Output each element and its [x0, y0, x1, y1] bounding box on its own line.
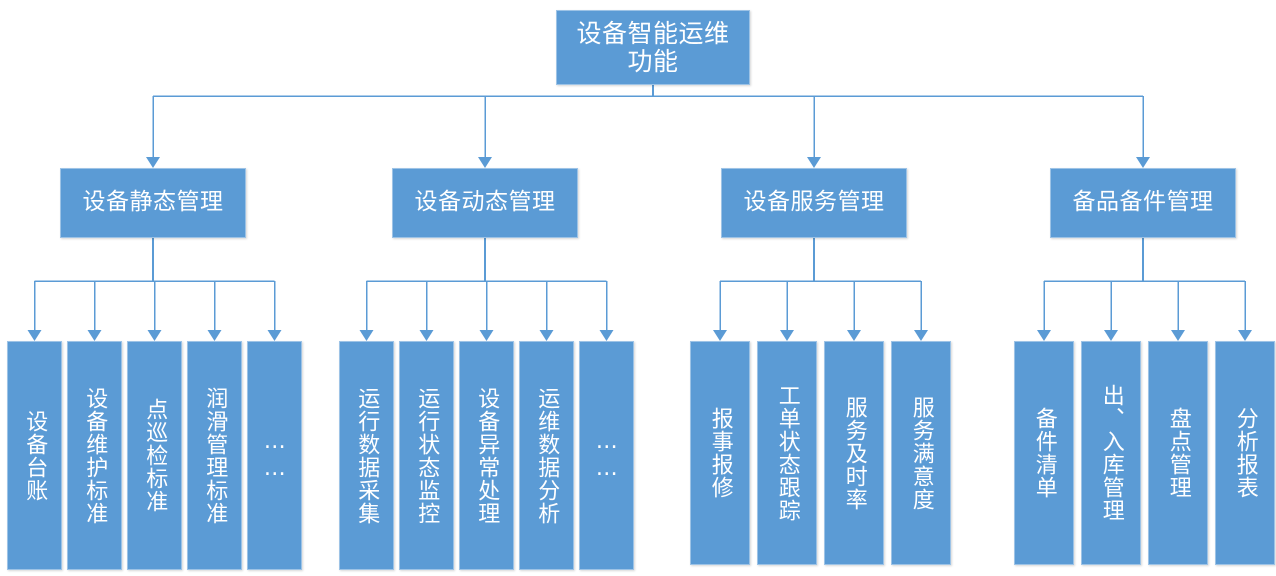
- leaf-node-工单状态跟踪[interactable]: 工单状态跟踪: [757, 341, 817, 565]
- branch-node-备品备件管理[interactable]: 备品备件管理: [1050, 168, 1236, 238]
- leaf-node-报事报修[interactable]: 报事报修: [690, 341, 750, 565]
- branch-node-设备服务管理[interactable]: 设备服务管理: [721, 168, 907, 238]
- leaf-node-运行状态监控[interactable]: 运行状态监控: [399, 341, 454, 570]
- leaf-node-设备维护标准[interactable]: 设备维护标准: [67, 341, 122, 570]
- leaf-node-备件清单[interactable]: 备件清单: [1014, 341, 1074, 565]
- branch-node-设备静态管理[interactable]: 设备静态管理: [60, 168, 246, 238]
- leaf-node-润滑管理标准[interactable]: 润滑管理标准: [187, 341, 242, 570]
- leaf-node-出入库管理[interactable]: 出、入库管理: [1081, 341, 1141, 565]
- root-node[interactable]: 设备智能运维功能: [556, 10, 750, 85]
- leaf-node-0-4[interactable]: ……: [247, 341, 302, 570]
- leaf-node-1-4[interactable]: ……: [579, 341, 634, 570]
- branch-node-设备动态管理[interactable]: 设备动态管理: [392, 168, 578, 238]
- leaf-node-服务满意度[interactable]: 服务满意度: [891, 341, 951, 565]
- leaf-node-运行数据采集[interactable]: 运行数据采集: [339, 341, 394, 570]
- leaf-node-运维数据分析[interactable]: 运维数据分析: [519, 341, 574, 570]
- leaf-node-设备台账[interactable]: 设备台账: [7, 341, 62, 570]
- leaf-node-点巡检标准[interactable]: 点巡检标准: [127, 341, 182, 570]
- leaf-node-服务及时率[interactable]: 服务及时率: [824, 341, 884, 565]
- leaf-node-设备异常处理[interactable]: 设备异常处理: [459, 341, 514, 570]
- leaf-node-盘点管理[interactable]: 盘点管理: [1148, 341, 1208, 565]
- leaf-node-分析报表[interactable]: 分析报表: [1215, 341, 1275, 565]
